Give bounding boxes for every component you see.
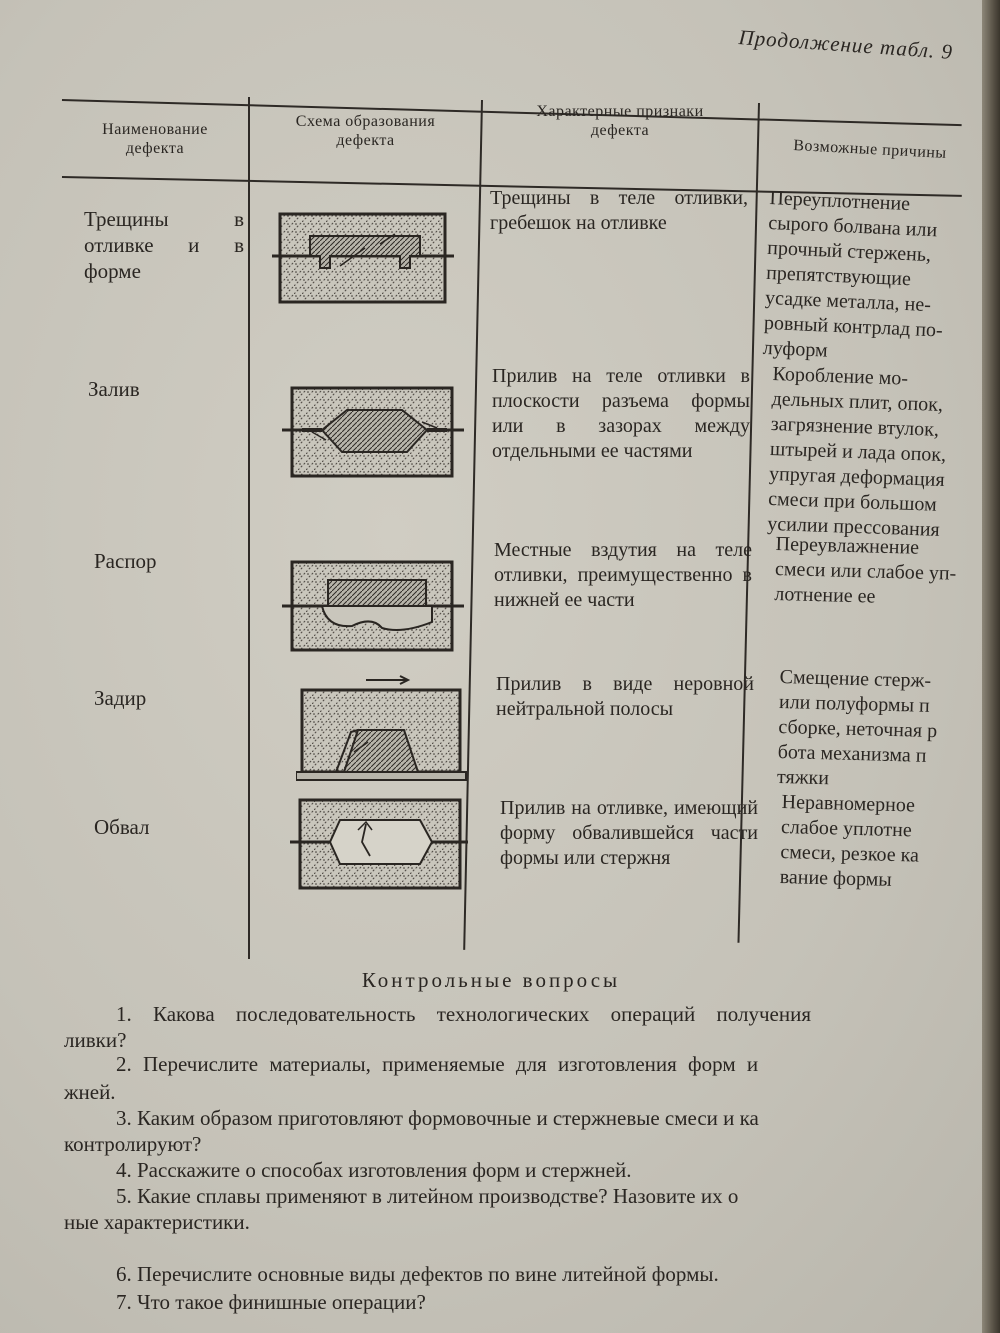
- table-continuation-label: Продолжение табл. 9: [738, 25, 954, 64]
- question-line: 3. Каким образом приготовляют формовочны…: [116, 1106, 759, 1130]
- defect-causes-raspor: Переувлажнение смеси или слабое уп- лотн…: [774, 532, 957, 608]
- question-line: жней.: [64, 1080, 116, 1104]
- defect-name-zaliv: Залив: [88, 377, 140, 401]
- defect-causes-zadir: Смещение стерж- или полуформы п сборке, …: [776, 665, 938, 790]
- header-name: Наименование дефекта: [102, 121, 208, 157]
- scheme-diagram-cracks: [272, 212, 454, 304]
- defect-signs-obval: Прилив на отливке, имеющий форму обвалив…: [500, 797, 758, 869]
- defect-causes-cracks: Переуплотнение сырого болвана или прочны…: [762, 186, 944, 362]
- defect-signs-raspor: Местные вздутия на теле отливки, преимущ…: [494, 539, 752, 611]
- scheme-diagram-obval: [290, 798, 468, 890]
- defect-signs-zaliv: Прилив на теле отливки в плоскости разъе…: [492, 365, 750, 462]
- defect-causes-zaliv: Коробление мо- дельных плит, опок, загря…: [766, 362, 947, 541]
- defect-signs-cracks: Трещины в теле отливки, гребешок на отли…: [490, 187, 748, 234]
- defect-signs-zadir: Прилив в виде неровной нейтральной полос…: [496, 673, 754, 720]
- defect-name-zadir: Задир: [94, 686, 147, 710]
- column-rule-1: [248, 97, 250, 959]
- question-line: ливки?: [64, 1028, 127, 1052]
- question-line: 5. Какие сплавы применяют в литейном про…: [116, 1184, 739, 1208]
- header-signs: Характерные признаки дефекта: [536, 103, 704, 139]
- header-causes: Возможные причины: [792, 136, 948, 163]
- scheme-diagram-zaliv: [282, 386, 464, 478]
- defect-name-cracks: Трещины в отливке и в форме: [84, 207, 244, 283]
- question-line: 2. Перечислите материалы, применяемые дл…: [116, 1052, 759, 1076]
- defect-name-raspor: Распор: [94, 549, 157, 573]
- scheme-diagram-zadir: [296, 675, 467, 781]
- question-line: контролируют?: [64, 1132, 202, 1156]
- question-line: ные характеристики.: [64, 1210, 250, 1234]
- question-line: 6. Перечислите основные виды дефектов по…: [116, 1262, 719, 1286]
- question-line: 4. Расскажите о способах изготовления фо…: [116, 1158, 632, 1182]
- defect-causes-obval: Неравномерное слабое уплотне смеси, резк…: [779, 790, 920, 891]
- question-line: 1. Какова последовательность технологиче…: [116, 1002, 811, 1026]
- header-scheme: Схема образования дефекта: [295, 113, 436, 149]
- defect-name-obval: Обвал: [94, 815, 150, 839]
- book-page-edge: [982, 0, 1000, 1333]
- question-line: 7. Что такое финишные операции?: [116, 1290, 426, 1314]
- scheme-diagram-raspor: [282, 560, 464, 652]
- control-questions-title: Контрольные вопросы: [361, 968, 621, 992]
